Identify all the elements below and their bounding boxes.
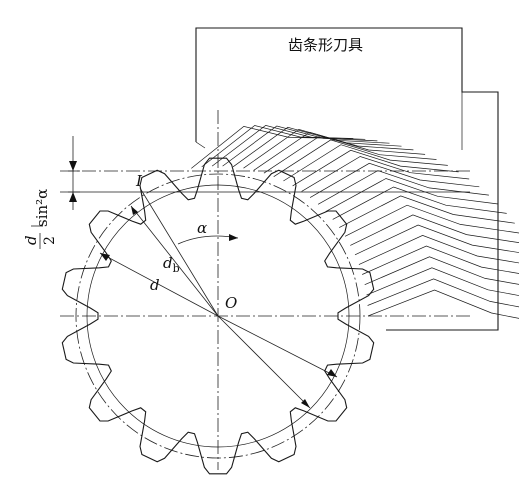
base-diameter-subscript: b [173, 262, 180, 275]
rack-cutter-label: 齿条形刀具 [288, 36, 363, 54]
base-diameter-label: db [163, 254, 180, 275]
envelope-trace [202, 126, 354, 167]
pitch-point-label: I [135, 172, 143, 190]
envelope-trace [302, 157, 470, 192]
envelope-trace [310, 163, 479, 197]
envelope-trace [345, 205, 519, 236]
pitch-diameter-label: d [150, 276, 160, 294]
reference-lines [60, 110, 470, 470]
envelope-trace [362, 246, 519, 278]
rack-cutter-outline [196, 28, 498, 330]
envelope-trace [212, 125, 365, 166]
offset-formula: d 2 sin²α [22, 189, 58, 249]
envelope-trace [368, 279, 519, 314]
offset-numerator: d [22, 235, 40, 245]
offset-denominator: 2 [42, 236, 58, 245]
center-label: O [225, 294, 237, 312]
dimension-lines [100, 188, 337, 408]
base-diameter-symbol: d [163, 254, 173, 272]
cutter-envelope-traces [191, 125, 519, 326]
envelope-trace [350, 215, 519, 246]
offset-sin-term: sin²α [33, 189, 51, 227]
pressure-angle-label: α [197, 219, 207, 237]
envelope-trace [339, 196, 515, 228]
envelope-trace [365, 257, 519, 290]
envelope-trace [368, 290, 519, 326]
